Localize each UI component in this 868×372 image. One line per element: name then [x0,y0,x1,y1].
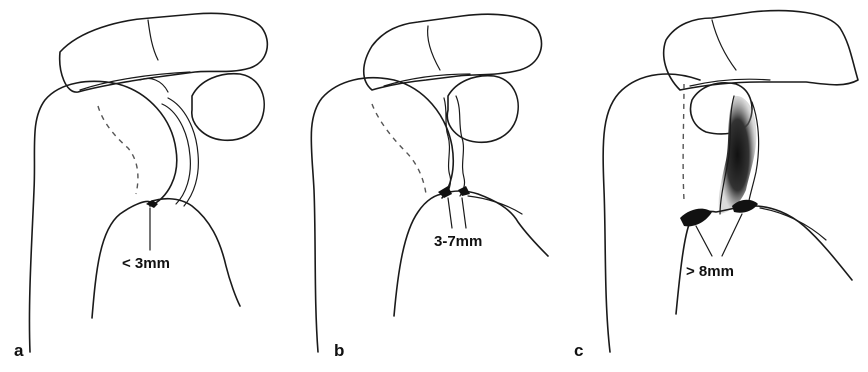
anatomical-neck-line [372,104,426,194]
panel-letter-a: a [14,341,24,360]
joint-space-mark-left [680,209,712,227]
measurement-label-a: < 3mm [122,255,170,272]
glenoid-rim-back [168,98,198,206]
anatomical-neck-line [683,84,684,200]
coracoid-outline [192,74,264,141]
panel-letter-c: c [574,341,583,360]
sclerosis-band [719,96,757,214]
glenoid-rim-back [456,96,465,196]
neck-line [140,79,168,93]
panel-letter-b: b [334,341,344,360]
measurement-leader-left [696,226,712,256]
anatomical-neck-line [98,106,138,194]
humeral-head [603,74,700,352]
panel-a: < 3mm a [14,13,267,360]
measurement-leader-left [448,198,452,228]
measurement-label-b: 3-7mm [434,233,482,250]
clavicle-inner-line [712,20,736,70]
panel-b: 3-7mm b [311,14,548,360]
scapula-outline [676,206,852,314]
scapula-outline [394,191,548,316]
scapula-inner-line [468,196,522,214]
scapula-inner-line [760,208,826,240]
clavicle-outline [60,13,268,92]
measurement-leader-right [462,198,466,228]
measurement-leader-right [722,214,742,256]
clavicle-inner-line [428,26,440,70]
measurement-label-c: > 8mm [686,263,734,280]
panel-c: > 8mm c [574,11,858,360]
humeral-head [29,81,176,352]
humeral-head [311,78,453,352]
clavicle-inner-line [148,20,158,60]
joint-space-mark-right [458,186,470,196]
coracoid-outline [447,76,518,143]
